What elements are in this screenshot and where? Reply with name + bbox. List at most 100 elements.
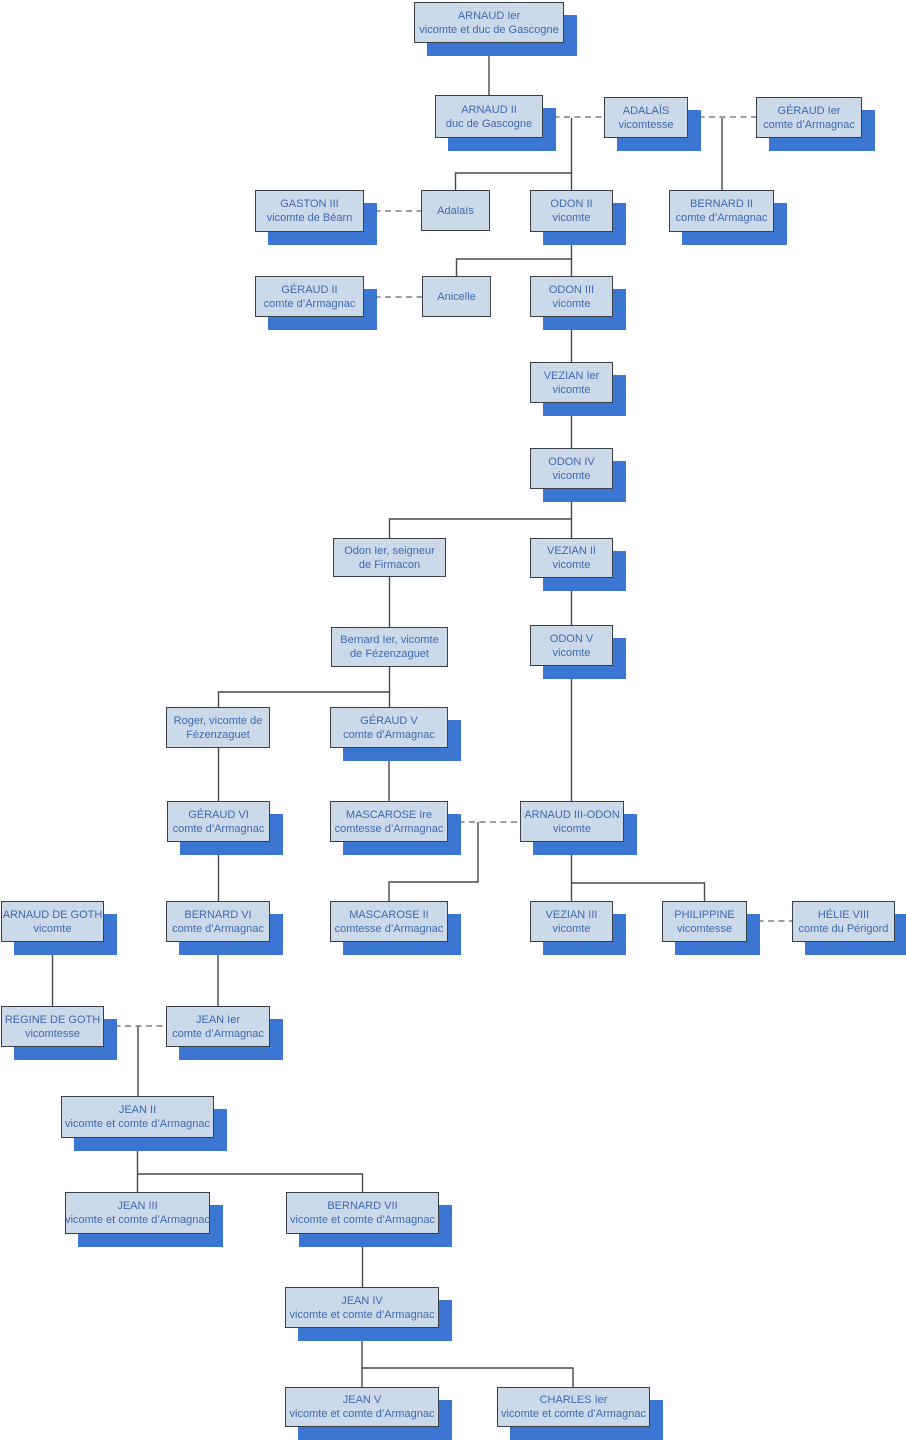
person-title: vicomtesse — [676, 922, 733, 935]
person-name: ARNAUD Ier — [457, 9, 521, 22]
person-title: vicomte et comte d’Armagnac — [65, 1118, 210, 1130]
person-name: Adalaïs — [437, 204, 474, 217]
person-title: comte d’Armagnac — [172, 922, 264, 935]
person-title: vicomte et duc de Gascogne — [419, 23, 559, 36]
person-name: CHARLES Ier — [539, 1394, 608, 1406]
person-title: duc de Gascogne — [445, 117, 533, 130]
person-name: GÉRAUD II — [281, 283, 338, 296]
person-name: JEAN Ier — [195, 1013, 240, 1026]
descent-line — [217, 691, 390, 707]
person-title: comte d’Armagnac — [675, 212, 768, 224]
person-name: ADALAÏS — [622, 104, 670, 117]
person-name: Bernard Ier, vicomte — [340, 634, 439, 646]
descent-line — [454, 172, 572, 190]
person-name: PHILIPPINE — [674, 908, 735, 921]
person-name: BERNARD VII — [327, 1200, 398, 1212]
descent-line — [137, 1173, 364, 1192]
person-name: HÉLIE VIII — [817, 908, 870, 921]
person-title: vicomte et comte d’Armagnac — [65, 1214, 210, 1226]
person-title: vicomte et comte d’Armagnac — [290, 1214, 435, 1226]
person-title: vicomte de Béarn — [266, 212, 353, 224]
person-title: vicomte — [552, 559, 591, 571]
person-title: vicomte et comte d’Armagnac — [289, 1408, 435, 1420]
person-name: GASTON III — [280, 198, 339, 210]
person-name: Anicelle — [437, 290, 476, 303]
node-gaston-3: GASTON III vicomte de Béarn — [255, 190, 364, 232]
descent-line — [455, 258, 572, 276]
person-title: vicomte — [553, 822, 591, 835]
person-title: comte d’Armagnac — [172, 1027, 264, 1040]
person-title: vicomte — [33, 922, 72, 935]
node-bernard-7: BERNARD VII vicomte et comte d’Armagnac — [286, 1192, 439, 1234]
person-name: ODON III — [548, 283, 595, 296]
person-title: vicomtesse — [24, 1027, 81, 1040]
person-title: Fézenzaguet — [186, 728, 250, 741]
person-name: ODON IV — [548, 455, 595, 468]
person-name: JEAN V — [342, 1394, 382, 1406]
person-title: vicomte et comte d’Armagnac — [289, 1308, 435, 1321]
node-bernard-2: BERNARD II comte d’Armagnac — [669, 190, 774, 232]
node-jean-5: JEAN V vicomte et comte d’Armagnac — [285, 1387, 439, 1427]
person-name: BERNARD II — [690, 198, 753, 210]
person-name: VEZIAN Ier — [543, 369, 600, 382]
person-name: MASCAROSE II — [349, 908, 429, 921]
person-name: VEZIAN II — [547, 545, 596, 557]
person-name: ODON II — [550, 198, 593, 210]
person-name: JEAN II — [118, 1104, 157, 1116]
person-title: vicomtesse — [618, 118, 674, 131]
person-title: vicomte — [552, 469, 591, 482]
person-title: vicomte — [552, 646, 591, 659]
person-title: comte d’Armagnac — [343, 728, 435, 741]
person-title: de Firmacon — [358, 558, 421, 571]
person-name: REGINE DE GOTH — [4, 1013, 101, 1026]
person-title: vicomte — [552, 922, 591, 935]
node-vezian-2: VEZIAN II vicomte — [530, 538, 613, 578]
person-title: vicomte — [552, 212, 591, 224]
node-charles-1er: CHARLES Ier vicomte et comte d’Armagnac — [497, 1387, 650, 1427]
person-name: BERNARD VI — [184, 908, 252, 921]
person-name: Roger, vicomte de — [173, 714, 263, 727]
node-anicelle: Anicelle — [422, 276, 491, 317]
node-odon-2: ODON II vicomte — [530, 190, 613, 232]
person-name: Odon Ier, seigneur — [344, 544, 435, 557]
person-name: JEAN III — [117, 1200, 158, 1212]
descent-line — [571, 882, 706, 901]
person-name: GÉRAUD Ier — [777, 104, 841, 117]
person-name: ARNAUD III-ODON — [524, 808, 620, 821]
node-jean-3: JEAN III vicomte et comte d’Armagnac — [65, 1192, 210, 1234]
person-title: vicomte et comte d’Armagnac — [501, 1408, 646, 1420]
person-title: comte d’Armagnac — [263, 297, 356, 310]
person-name: VEZIAN III — [545, 908, 598, 921]
person-name: ARNAUD II — [461, 103, 517, 116]
person-title: vicomte — [552, 297, 591, 310]
person-title: comte d’Armagnac — [172, 822, 265, 835]
person-name: ODON V — [549, 632, 594, 645]
descent-line — [388, 822, 479, 901]
descent-line — [362, 1367, 574, 1387]
person-title: comtesse d’Armagnac — [334, 822, 444, 835]
person-title: comtesse d’Armagnac — [334, 922, 444, 935]
